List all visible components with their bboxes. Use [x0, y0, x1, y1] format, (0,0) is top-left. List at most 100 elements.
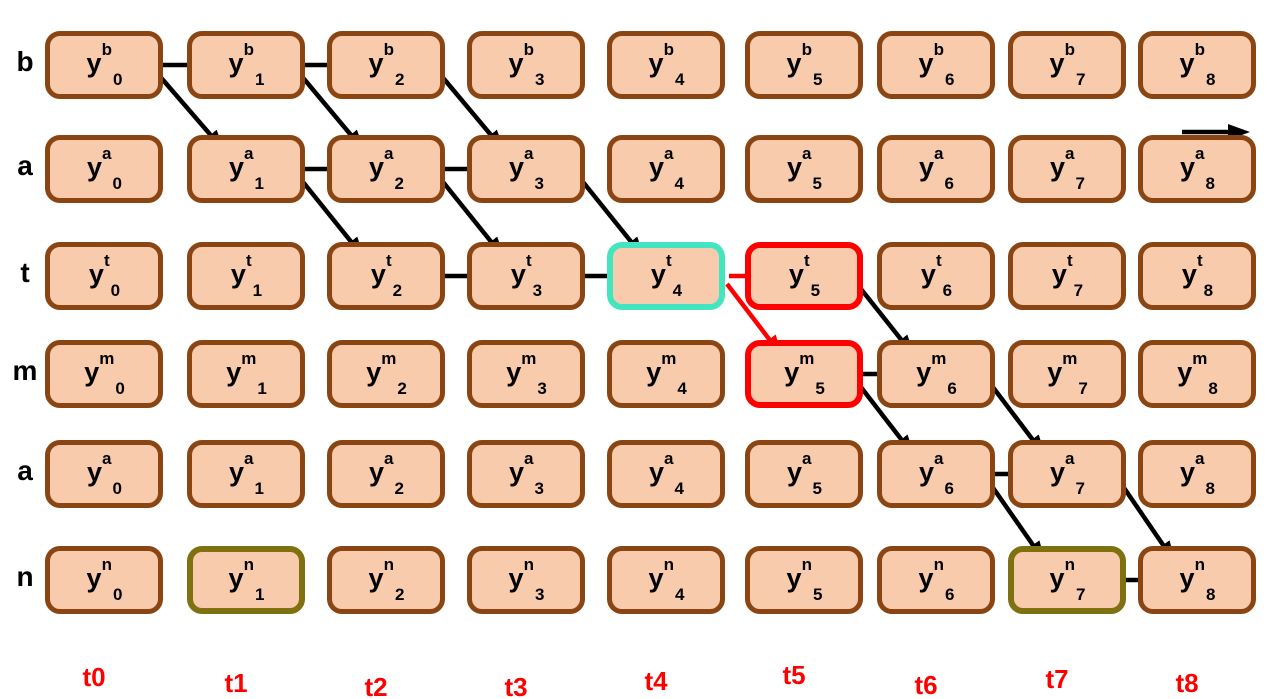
lattice-cell-n2-r5: yn2 [327, 546, 445, 614]
lattice-cell-n1-r5: yn1 [187, 546, 305, 614]
cell-label: ya5 [787, 143, 822, 194]
cell-label: yt4 [650, 250, 683, 301]
cell-label: yb4 [648, 39, 685, 90]
cell-label: yn7 [1049, 554, 1086, 605]
cell-label: ya1 [229, 448, 264, 499]
cell-label: yb2 [368, 39, 405, 90]
cell-label: yb3 [508, 39, 545, 90]
lattice-cell-b6-r0: yb6 [877, 31, 995, 99]
cell-label: yb5 [786, 39, 823, 90]
lattice-cell-n3-r5: yn3 [467, 546, 585, 614]
lattice-cell-t1-r2: yt1 [187, 242, 305, 310]
cell-label: yb7 [1049, 39, 1086, 90]
cell-label: yb1 [228, 39, 265, 90]
cell-label: ym2 [366, 348, 407, 399]
lattice-cell-a0-r1: ya0 [45, 135, 163, 203]
lattice-cell-m6-r3: ym6 [877, 340, 995, 408]
cell-label: ym5 [784, 348, 825, 399]
lattice-cell-t0-r2: yt0 [45, 242, 163, 310]
cell-label: ym6 [916, 348, 957, 399]
cell-label: ya8 [1180, 448, 1215, 499]
time-label-t1: t1 [224, 668, 248, 698]
lattice-cell-b0-r0: yb0 [45, 31, 163, 99]
row-label-t-r2: t [20, 257, 30, 288]
cell-label: ya1 [229, 143, 264, 194]
lattice-cell-m1-r3: ym1 [187, 340, 305, 408]
lattice-cell-b4-r0: yb4 [607, 31, 725, 99]
cell-label: ya8 [1180, 143, 1215, 194]
cell-label: ym7 [1047, 348, 1088, 399]
lattice-cell-a4-r4: ya4 [607, 440, 725, 508]
row-label-m-r3: m [12, 355, 38, 386]
cell-label: ya4 [649, 448, 684, 499]
cell-label: yb0 [86, 39, 123, 90]
cell-label: yn2 [368, 554, 405, 605]
cell-label: yt0 [88, 250, 121, 301]
time-label-t8: t8 [1175, 668, 1199, 698]
lattice-cell-t8-r2: yt8 [1138, 242, 1256, 310]
row-label-b-r0: b [16, 46, 34, 77]
time-label-t4: t4 [644, 666, 668, 696]
lattice-cell-n0-r5: yn0 [45, 546, 163, 614]
cell-label: ym3 [506, 348, 547, 399]
lattice-cell-b3-r0: yb3 [467, 31, 585, 99]
time-label-t3: t3 [504, 672, 528, 699]
lattice-cell-a2-r4: ya2 [327, 440, 445, 508]
cell-label: ya3 [509, 143, 544, 194]
lattice-cell-b5-r0: yb5 [745, 31, 863, 99]
lattice-cell-a6-r1: ya6 [877, 135, 995, 203]
cell-label: ya0 [87, 143, 122, 194]
time-label-t2: t2 [364, 672, 388, 699]
cell-label: ym1 [226, 348, 267, 399]
cell-label: ya7 [1050, 143, 1085, 194]
row-label-n-r5: n [16, 561, 34, 592]
cell-label: ya6 [919, 143, 954, 194]
lattice-cell-b7-r0: yb7 [1008, 31, 1126, 99]
lattice-cell-n5-r5: yn5 [745, 546, 863, 614]
cell-label: yn8 [1179, 554, 1216, 605]
lattice-cell-m8-r3: ym8 [1138, 340, 1256, 408]
lattice-cell-a2-r1: ya2 [327, 135, 445, 203]
lattice-cell-a1-r4: ya1 [187, 440, 305, 508]
lattice-cell-a7-r1: ya7 [1008, 135, 1126, 203]
cell-label: yt7 [1051, 250, 1084, 301]
time-label-t7: t7 [1045, 664, 1069, 694]
lattice-cell-n6-r5: yn6 [877, 546, 995, 614]
cell-label: ym8 [1177, 348, 1218, 399]
lattice-cell-a3-r4: ya3 [467, 440, 585, 508]
cell-label: ya2 [369, 448, 404, 499]
lattice-cell-t6-r2: yt6 [877, 242, 995, 310]
lattice-cell-b8-r0: yb8 [1138, 31, 1256, 99]
cell-label: ya7 [1050, 448, 1085, 499]
lattice-cell-a7-r4: ya7 [1008, 440, 1126, 508]
lattice-cell-b2-r0: yb2 [327, 31, 445, 99]
lattice-cell-a4-r1: ya4 [607, 135, 725, 203]
cell-label: yt2 [370, 250, 403, 301]
lattice-cell-a8-r1: ya8 [1138, 135, 1256, 203]
lattice-cell-a3-r1: ya3 [467, 135, 585, 203]
lattice-cell-m4-r3: ym4 [607, 340, 725, 408]
lattice-cell-b1-r0: yb1 [187, 31, 305, 99]
lattice-cell-a5-r1: ya5 [745, 135, 863, 203]
lattice-cell-a8-r4: ya8 [1138, 440, 1256, 508]
lattice-cell-a6-r4: ya6 [877, 440, 995, 508]
cell-label: yt8 [1181, 250, 1214, 301]
cell-label: ym4 [646, 348, 687, 399]
cell-label: ya5 [787, 448, 822, 499]
lattice-cell-a1-r1: ya1 [187, 135, 305, 203]
cell-label: yn4 [648, 554, 685, 605]
lattice-cell-t2-r2: yt2 [327, 242, 445, 310]
cell-label: yt6 [920, 250, 953, 301]
cell-label: ya0 [87, 448, 122, 499]
lattice-cell-t3-r2: yt3 [467, 242, 585, 310]
cell-label: yb6 [918, 39, 955, 90]
cell-label: ya3 [509, 448, 544, 499]
cell-label: yn6 [918, 554, 955, 605]
lattice-cell-n7-r5: yn7 [1008, 546, 1126, 614]
cell-label: yt3 [510, 250, 543, 301]
lattice-cell-a5-r4: ya5 [745, 440, 863, 508]
cell-label: yn3 [508, 554, 545, 605]
cell-label: ya2 [369, 143, 404, 194]
lattice-cell-a0-r4: ya0 [45, 440, 163, 508]
